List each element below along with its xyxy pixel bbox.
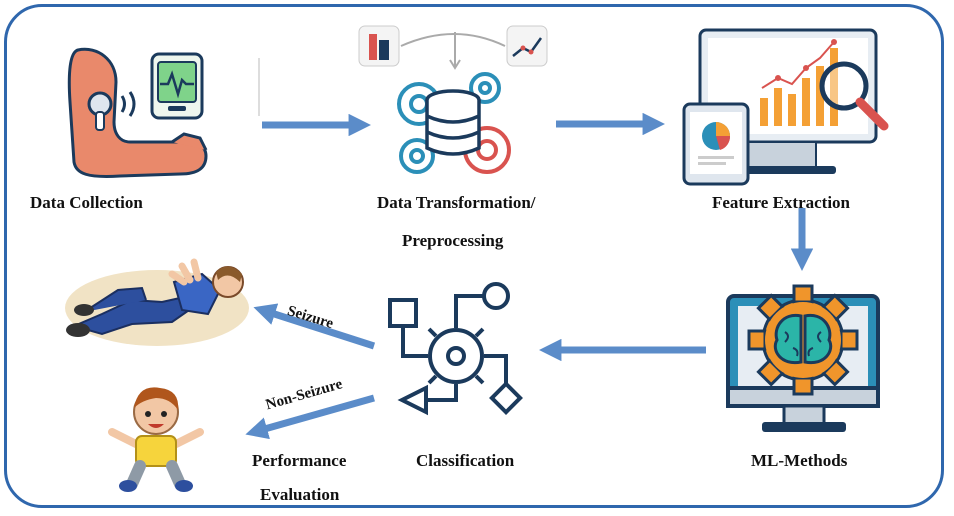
- wearable-arm-icon: [67, 47, 208, 178]
- label-data-transformation: Data Transformation/: [377, 193, 536, 212]
- label-ml-methods: ML-Methods: [751, 451, 848, 470]
- happy-child-icon: [108, 387, 204, 492]
- arrow-to-non-seizure: [245, 394, 375, 440]
- arrow-to-seizure: [253, 303, 376, 350]
- seizure-person-icon: [65, 258, 249, 346]
- label-classification: Classification: [416, 451, 515, 470]
- database-gears-icon: [358, 25, 548, 174]
- classification-gear-icon: [388, 282, 523, 416]
- brain-gear-monitor-icon: [726, 284, 880, 432]
- label-performance: Performance: [252, 451, 347, 470]
- label-preprocessing: Preprocessing: [402, 231, 504, 250]
- diagram-frame: [4, 4, 944, 508]
- label-feature-extraction: Feature Extraction: [712, 193, 851, 212]
- label-evaluation: Evaluation: [260, 485, 340, 504]
- analytics-monitor-icon: [682, 28, 889, 186]
- label-data-collection: Data Collection: [30, 193, 143, 212]
